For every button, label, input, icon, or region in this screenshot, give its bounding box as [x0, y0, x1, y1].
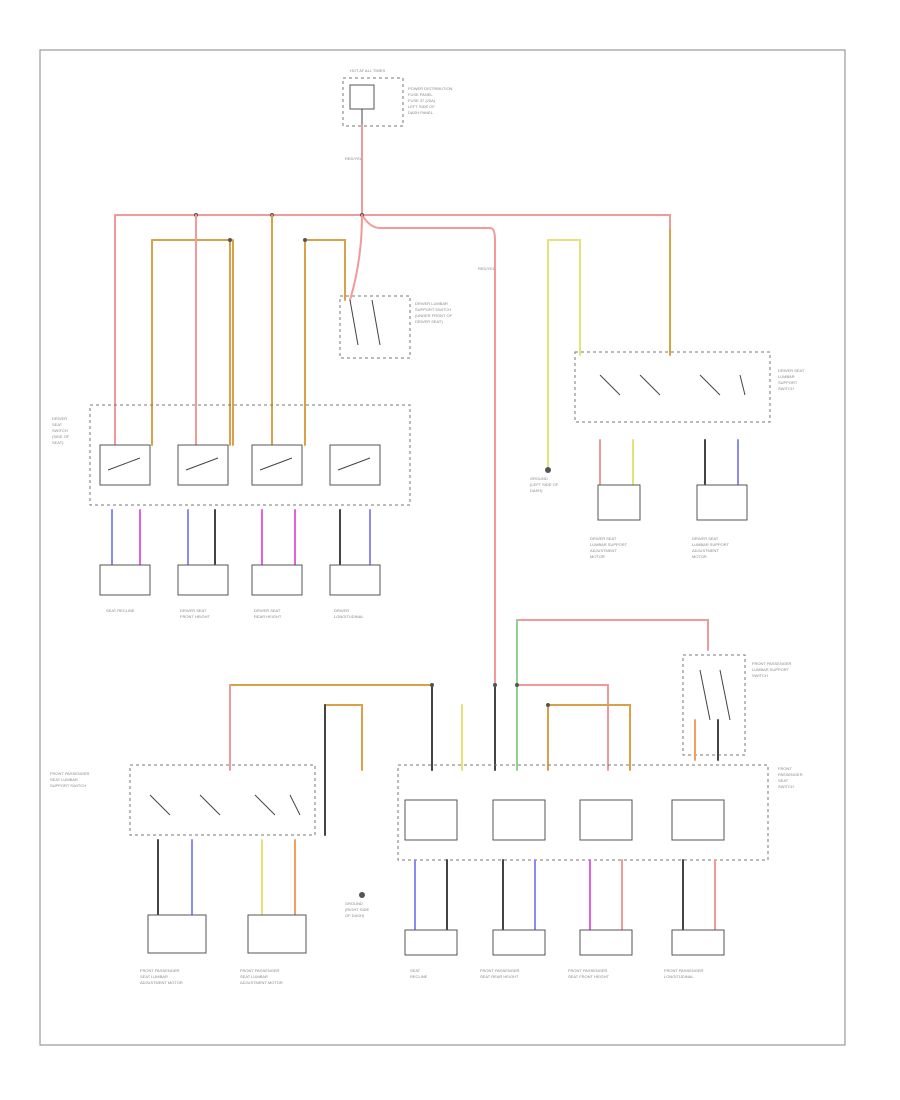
passenger-seat-switch: FRONT PASSENGER LUMBAR SUPPORT SWITCH FR…	[397, 654, 803, 861]
driver-lumbar-switch: DRIVER LUMBAR SUPPORT SWITCH (UNDER FRON…	[339, 295, 453, 359]
svg-text:DRIVER SEAT: DRIVER SEAT	[180, 608, 207, 613]
main-feed-wires: RED/YEL RED/YEL	[114, 125, 671, 686]
svg-text:MOTOR: MOTOR	[692, 554, 707, 559]
svg-text:RED/YEL: RED/YEL	[345, 156, 363, 161]
svg-text:HOT AT ALL TIMES: HOT AT ALL TIMES	[350, 68, 385, 73]
driver-motors: SEAT RECLINE DRIVER SEAT FRONT HEIGHT DR…	[99, 564, 381, 619]
svg-text:LUMBAR SUPPORT: LUMBAR SUPPORT	[590, 542, 628, 547]
svg-text:POWER DISTRIBUTION: POWER DISTRIBUTION	[408, 86, 453, 91]
svg-text:SUPPORT SWITCH: SUPPORT SWITCH	[415, 307, 451, 312]
svg-text:PASSENGER: PASSENGER	[778, 772, 803, 777]
svg-text:FRONT: FRONT	[778, 766, 792, 771]
svg-text:SEAT RECLINE: SEAT RECLINE	[106, 608, 135, 613]
svg-text:SEAT: SEAT	[778, 778, 789, 783]
svg-text:DRIVER SEAT: DRIVER SEAT	[254, 608, 281, 613]
svg-text:SEAT LUMBAR: SEAT LUMBAR	[140, 974, 168, 979]
svg-text:SUPPORT: SUPPORT	[778, 380, 798, 385]
svg-text:SEAT: SEAT	[52, 422, 63, 427]
svg-text:SWITCH: SWITCH	[52, 428, 68, 433]
svg-text:FRONT PASSENGER: FRONT PASSENGER	[50, 771, 90, 776]
svg-text:SEAT: SEAT	[410, 968, 421, 973]
svg-text:DASH PANEL: DASH PANEL	[408, 110, 434, 115]
svg-text:FRONT PASSENGER: FRONT PASSENGER	[752, 661, 792, 666]
svg-text:SEAT LUMBAR: SEAT LUMBAR	[50, 777, 78, 782]
svg-text:ADJUSTMENT: ADJUSTMENT	[590, 548, 617, 553]
svg-text:GROUND: GROUND	[530, 476, 548, 481]
passenger-motor-wires	[414, 859, 716, 931]
svg-text:DRIVER: DRIVER	[52, 416, 67, 421]
svg-text:LONGITUDINAL: LONGITUDINAL	[664, 974, 694, 979]
driver-seat-feed-wires	[114, 214, 363, 446]
svg-text:LEFT SIDE OF: LEFT SIDE OF	[408, 104, 435, 109]
svg-text:LUMBAR: LUMBAR	[778, 374, 795, 379]
driver-lumbar-group: GROUND (LEFT SIDE OF DASH) DRIVER SEAT L…	[530, 229, 805, 559]
svg-text:SEAT LUMBAR: SEAT LUMBAR	[240, 974, 268, 979]
svg-text:ADJUSTMENT MOTOR: ADJUSTMENT MOTOR	[140, 980, 183, 985]
driver-seat-switch: DRIVER SEAT SWITCH (SIDE OF SEAT)	[52, 404, 411, 506]
svg-text:FRONT HEIGHT: FRONT HEIGHT	[180, 614, 210, 619]
svg-text:REAR HEIGHT: REAR HEIGHT	[254, 614, 282, 619]
svg-text:RECLINE: RECLINE	[410, 974, 428, 979]
diagram-frame	[39, 49, 846, 1046]
svg-text:DASH): DASH)	[530, 488, 543, 493]
svg-text:(SIDE OF: (SIDE OF	[52, 434, 70, 439]
passenger-lumbar-switch: FRONT PASSENGER SEAT LUMBAR SUPPORT SWIT…	[50, 764, 316, 985]
svg-text:FUSE 37 (20A): FUSE 37 (20A)	[408, 98, 436, 103]
svg-text:FRONT PASSENGER: FRONT PASSENGER	[568, 968, 608, 973]
top-fuse: HOT AT ALL TIMES POWER DISTRIBUTION FUSE…	[342, 68, 453, 127]
svg-text:DRIVER SEAT): DRIVER SEAT)	[415, 319, 443, 324]
svg-text:MOTOR: MOTOR	[590, 554, 605, 559]
svg-text:LUMBAR SUPPORT: LUMBAR SUPPORT	[752, 667, 790, 672]
svg-text:OF DASH): OF DASH)	[345, 913, 365, 918]
svg-text:FRONT PASSENGER: FRONT PASSENGER	[480, 968, 520, 973]
svg-text:FRONT PASSENGER: FRONT PASSENGER	[664, 968, 704, 973]
svg-text:FRONT PASSENGER: FRONT PASSENGER	[240, 968, 280, 973]
svg-text:SUPPORT SWITCH: SUPPORT SWITCH	[50, 783, 86, 788]
svg-text:DRIVER: DRIVER	[334, 608, 349, 613]
svg-text:ADJUSTMENT MOTOR: ADJUSTMENT MOTOR	[240, 980, 283, 985]
svg-text:SWITCH: SWITCH	[778, 784, 794, 789]
svg-text:SEAT): SEAT)	[52, 440, 64, 445]
svg-text:GROUND: GROUND	[345, 901, 363, 906]
passenger-motors: SEAT RECLINE FRONT PASSENGER SEAT REAR H…	[404, 929, 725, 979]
svg-text:LUMBAR SUPPORT: LUMBAR SUPPORT	[692, 542, 730, 547]
svg-text:FUSE PANEL: FUSE PANEL	[408, 92, 433, 97]
svg-text:DRIVER SEAT: DRIVER SEAT	[692, 536, 719, 541]
svg-text:(UNDER FRONT OF: (UNDER FRONT OF	[415, 313, 453, 318]
passenger-feed-wires: GROUND (RIGHT SIDE OF DASH)	[229, 619, 709, 918]
svg-text:DRIVER SEAT: DRIVER SEAT	[590, 536, 617, 541]
svg-text:SWITCH: SWITCH	[752, 673, 768, 678]
svg-text:SEAT REAR HEIGHT: SEAT REAR HEIGHT	[480, 974, 519, 979]
svg-text:(LEFT SIDE OF: (LEFT SIDE OF	[530, 482, 559, 487]
svg-text:LONGITUDINAL: LONGITUDINAL	[334, 614, 364, 619]
svg-text:SEAT FRONT HEIGHT: SEAT FRONT HEIGHT	[568, 974, 610, 979]
svg-text:DRIVER SEAT: DRIVER SEAT	[778, 368, 805, 373]
driver-motor-wires	[111, 509, 371, 566]
svg-text:FRONT PASSENGER: FRONT PASSENGER	[140, 968, 180, 973]
svg-text:(RIGHT SIDE: (RIGHT SIDE	[345, 907, 369, 912]
svg-text:SWITCH: SWITCH	[778, 386, 794, 391]
svg-text:DRIVER LUMBAR: DRIVER LUMBAR	[415, 301, 448, 306]
svg-text:RED/YEL: RED/YEL	[478, 266, 496, 271]
svg-text:ADJUSTMENT: ADJUSTMENT	[692, 548, 719, 553]
